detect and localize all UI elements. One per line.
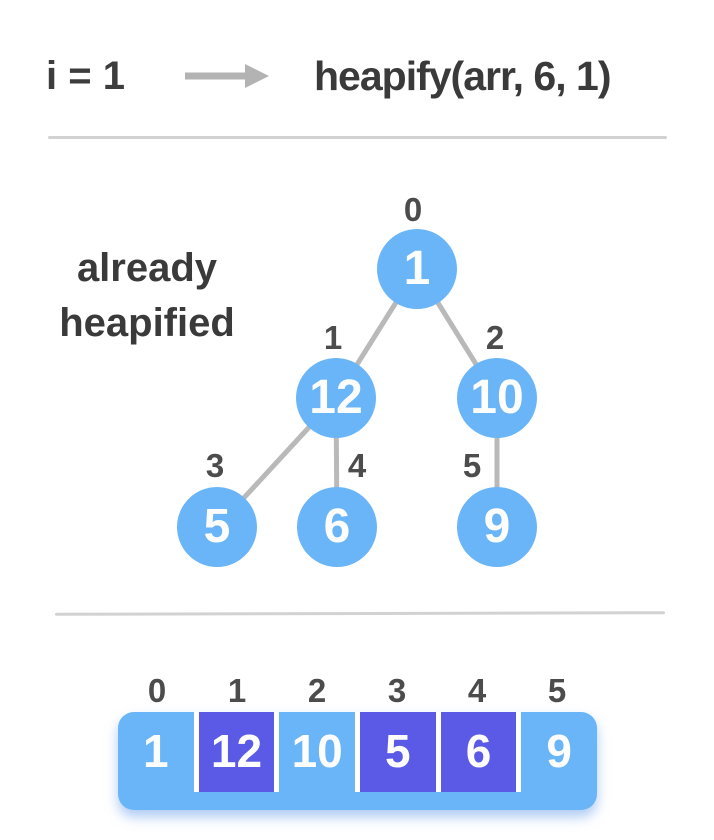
array-index-label-5: 5 <box>547 672 567 709</box>
tree-index-label-1: 1 <box>323 319 343 356</box>
array-cell-3-highlighted: 5 <box>355 712 436 792</box>
array-cell-0: 1 <box>143 725 169 777</box>
right-arrow-icon <box>185 64 269 88</box>
array-cell-1-highlighted: 12 <box>193 712 275 792</box>
tree-node-leaf-5: 9 <box>457 487 537 567</box>
array-index-label-0: 0 <box>147 672 167 709</box>
array-container: 1 12 10 5 6 9 <box>118 712 597 810</box>
tree-index-label-4: 4 <box>347 447 367 484</box>
array-cell-5: 9 <box>516 712 597 792</box>
tree-node-root: 1 <box>377 229 457 309</box>
annotation-line-1: already <box>76 246 218 290</box>
tree-node-leaf-4: 6 <box>297 487 377 567</box>
array-index-label-3: 3 <box>387 672 407 709</box>
tree-index-label-0: 0 <box>403 191 423 228</box>
array-cells-row: 1 12 10 5 6 9 <box>118 712 597 792</box>
array-cell-4-highlighted: 6 <box>435 712 517 792</box>
array-cell-2: 10 <box>274 712 355 792</box>
iteration-label: i = 1 <box>46 54 125 98</box>
heapify-call-label: heapify(arr, 6, 1) <box>314 53 611 99</box>
tree-node-leaf-3: 5 <box>177 487 257 567</box>
tree-node-right-child: 10 <box>457 358 537 438</box>
array-index-label-4: 4 <box>467 672 487 709</box>
tree-index-label-2: 2 <box>485 319 505 356</box>
tree-index-label-5: 5 <box>462 447 482 484</box>
array-index-label-1: 1 <box>227 672 247 709</box>
array-index-label-2: 2 <box>307 672 327 709</box>
tree-index-label-3: 3 <box>205 447 225 484</box>
top-divider <box>48 136 667 139</box>
annotation-line-2: heapified <box>59 301 235 345</box>
already-heapified-annotation: already heapified <box>28 241 266 351</box>
tree-node-left-child: 12 <box>296 358 376 438</box>
